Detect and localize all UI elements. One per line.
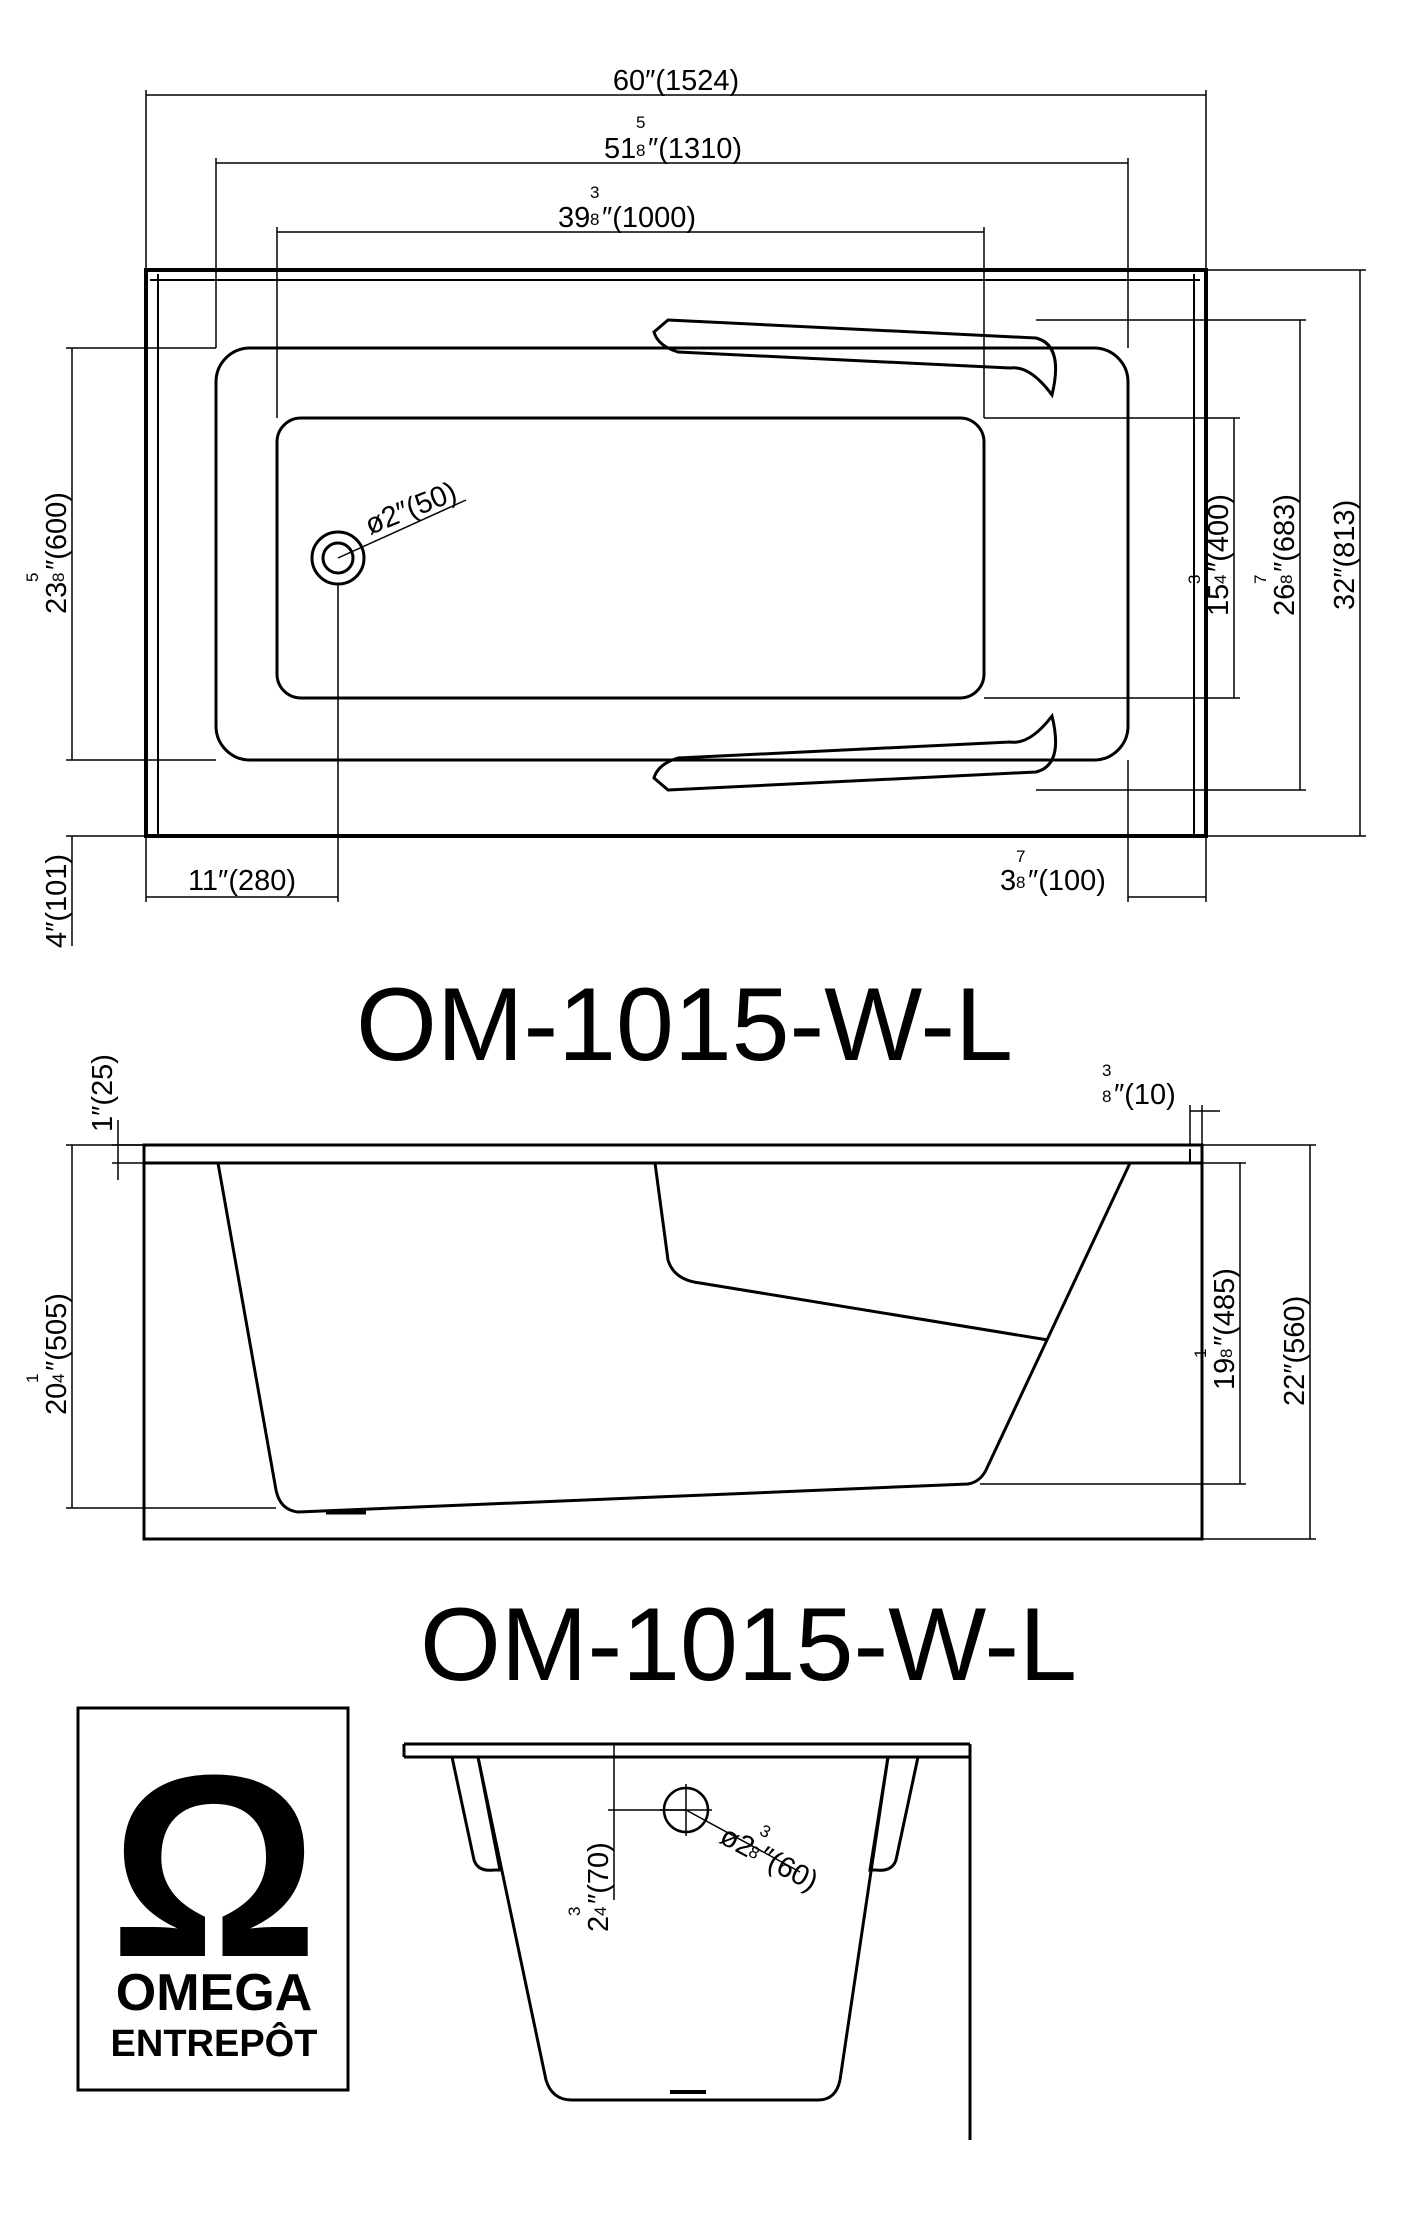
apron-outline bbox=[142, 1143, 1204, 1541]
armrest-bottom bbox=[652, 712, 1058, 792]
svg-text:2: 2 bbox=[583, 1916, 615, 1932]
logo-line2: ENTREPÔT bbox=[111, 2020, 318, 2065]
drain-leader bbox=[337, 499, 467, 559]
svg-text:39: 39 bbox=[558, 202, 590, 234]
side-view: 1″(25) 3 8 ″(10) 20 1 4 ″(505) 19 1 8 ″ bbox=[23, 1054, 1316, 1703]
basin-profile bbox=[216, 1162, 1132, 1514]
svg-text:″(505): ″(505) bbox=[41, 1293, 73, 1371]
svg-text:26: 26 bbox=[1269, 584, 1301, 616]
svg-text:5: 5 bbox=[23, 573, 42, 582]
top-view: ø2″(50) 60″(1524) 51 5 8 ″(1310) 39 3 8 … bbox=[23, 65, 1366, 1083]
svg-text:″(485): ″(485) bbox=[1209, 1268, 1241, 1346]
logo-frame bbox=[76, 1706, 350, 2092]
svg-text:7: 7 bbox=[1251, 575, 1270, 584]
svg-text:″(1000): ″(1000) bbox=[602, 202, 696, 234]
overflow-diameter-label: ø2 3 8 ″(60) bbox=[715, 1820, 824, 1898]
svg-text:4: 4 bbox=[49, 1374, 68, 1383]
svg-text:3: 3 bbox=[757, 1821, 774, 1842]
end-right-leg bbox=[868, 1756, 920, 1872]
drain-offset-label: 11″(280) bbox=[188, 865, 296, 897]
svg-text:15: 15 bbox=[1203, 584, 1235, 616]
overall-length-label: 60″(1524) bbox=[613, 65, 739, 97]
svg-text:5: 5 bbox=[636, 113, 645, 132]
floor-length-label: 39 3 8 ″(1000) bbox=[558, 183, 696, 234]
inner-depth-label: 19 1 8 ″(485) bbox=[1191, 1268, 1241, 1390]
end-offset-label: 3 7 8 ″(100) bbox=[1000, 847, 1106, 897]
svg-text:″(70): ″(70) bbox=[583, 1842, 615, 1904]
left-height-label: 23 5 8 ″(600) bbox=[23, 492, 73, 614]
svg-text:4: 4 bbox=[1211, 575, 1230, 584]
bottom-margin-label: 4″(101) bbox=[41, 854, 73, 948]
top-view-model-label: OM-1015-W-L bbox=[356, 967, 1013, 1083]
lip-label: 3 8 ″(10) bbox=[1102, 1061, 1176, 1111]
end-basin-profile bbox=[476, 1756, 890, 2102]
svg-text:8: 8 bbox=[1016, 873, 1025, 892]
svg-text:3: 3 bbox=[1185, 575, 1204, 584]
svg-text:″(100): ″(100) bbox=[1028, 865, 1106, 897]
armrest-top bbox=[652, 318, 1058, 399]
basin-width-label: 26 7 8 ″(683) bbox=[1251, 494, 1301, 616]
svg-text:3: 3 bbox=[590, 183, 599, 202]
seat-profile bbox=[653, 1162, 1049, 1342]
svg-text:″(10): ″(10) bbox=[1114, 1079, 1176, 1111]
overflow-height-label: 2 3 4 ″(70) bbox=[565, 1842, 615, 1932]
svg-text:8: 8 bbox=[590, 210, 599, 229]
svg-text:″(60): ″(60) bbox=[754, 1841, 824, 1898]
basin-floor bbox=[275, 416, 986, 700]
svg-text:20: 20 bbox=[41, 1383, 73, 1415]
end-view: ø2 3 8 ″(60) 2 3 4 ″(70) bbox=[402, 1742, 972, 2140]
svg-text:8: 8 bbox=[1217, 1349, 1236, 1358]
overflow-leader bbox=[685, 1809, 801, 1873]
svg-text:8: 8 bbox=[49, 573, 68, 582]
svg-text:7: 7 bbox=[1016, 847, 1025, 866]
svg-text:″(600): ″(600) bbox=[41, 492, 73, 570]
drain-inner-icon bbox=[321, 541, 355, 575]
logo-line1: OMEGA bbox=[116, 1964, 312, 2022]
svg-text:3: 3 bbox=[1000, 865, 1016, 897]
svg-text:4: 4 bbox=[591, 1907, 610, 1916]
svg-text:8: 8 bbox=[1277, 575, 1296, 584]
omega-entrepot-logo: Ω OMEGA ENTREPÔT bbox=[76, 1706, 350, 2092]
basin-length-label: 51 5 8 ″(1310) bbox=[604, 113, 742, 165]
rim-thickness-label: 1″(25) bbox=[87, 1054, 119, 1132]
svg-text:″(1310): ″(1310) bbox=[648, 133, 742, 165]
drain-diameter-label: ø2″(50) bbox=[361, 476, 462, 542]
end-left-leg bbox=[450, 1756, 502, 1872]
svg-text:51: 51 bbox=[604, 133, 636, 165]
depth-label: 20 1 4 ″(505) bbox=[23, 1293, 73, 1415]
floor-width-label: 15 3 4 ″(400) bbox=[1185, 494, 1235, 616]
svg-text:8: 8 bbox=[636, 141, 645, 160]
tub-outline bbox=[144, 268, 1208, 838]
svg-text:3: 3 bbox=[565, 1907, 584, 1916]
omega-symbol: Ω bbox=[110, 1722, 318, 2012]
overall-height-label: 22″(560) bbox=[1279, 1296, 1311, 1406]
svg-text:19: 19 bbox=[1209, 1358, 1241, 1390]
svg-text:8: 8 bbox=[1102, 1087, 1111, 1106]
svg-text:3: 3 bbox=[1102, 1061, 1111, 1080]
svg-text:1: 1 bbox=[1191, 1349, 1210, 1358]
svg-text:1: 1 bbox=[23, 1374, 42, 1383]
svg-text:″(400): ″(400) bbox=[1203, 494, 1235, 572]
svg-text:″(683): ″(683) bbox=[1269, 494, 1301, 572]
svg-text:23: 23 bbox=[41, 582, 73, 614]
overall-width-label: 32″(813) bbox=[1329, 500, 1361, 610]
side-view-model-label: OM-1015-W-L bbox=[420, 1587, 1077, 1703]
